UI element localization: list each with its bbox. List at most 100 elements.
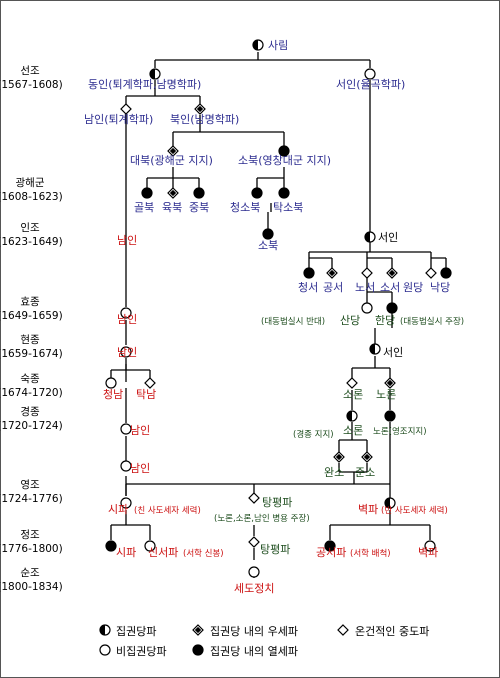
- legend-diamond-filled-label: 집권당 내의 우세파: [210, 625, 298, 638]
- tangpyeongpa-symbol: [248, 492, 260, 504]
- node-sedo: 세도정치: [234, 582, 274, 595]
- yukbuk-symbol: [167, 187, 179, 199]
- daebuk-symbol: [167, 145, 179, 157]
- sipa-symbol: [120, 497, 132, 509]
- tangpyeongpa2-symbol: [248, 536, 260, 548]
- era-years: (1724-1776): [0, 493, 63, 505]
- node-wondang: 원당: [403, 281, 423, 294]
- node-noron: 노론: [376, 388, 396, 401]
- node-namin-hyojong: 남인: [117, 313, 137, 326]
- sarim-symbol: [252, 39, 264, 51]
- node-handang: 한당: [375, 314, 395, 327]
- cheongsobuk-symbol: [251, 187, 263, 199]
- node-angnam: 탁남: [136, 388, 156, 401]
- gongseo-symbol: [326, 267, 338, 279]
- node-tangpyeong-note: (노론,소론,남인 병용 주장): [214, 513, 310, 524]
- era-years: (1674-1720): [0, 387, 63, 399]
- node-seoin-hyeonjong: 서인: [383, 346, 403, 359]
- node-namin-yeongjo: 남인: [130, 462, 150, 475]
- namin-yeongjo-symbol: [120, 460, 132, 472]
- node-cheongseo: 청서: [298, 281, 318, 294]
- golbuk-symbol: [141, 187, 153, 199]
- node-tangpyeongpa2: 탕평파: [260, 543, 290, 556]
- era-years: (1659-1674): [0, 348, 63, 360]
- era-name: 효종: [20, 296, 40, 308]
- gongseopa-symbol: [324, 540, 336, 552]
- node-soron: 소론: [343, 388, 363, 401]
- node-gongseopa: 공서파: [316, 546, 346, 559]
- node-soseo: 소서: [380, 281, 400, 294]
- node-cheongsobuk: 청소북: [230, 201, 260, 214]
- era-years: (1649-1659): [0, 310, 63, 322]
- node-labels: 사림 동인(퇴계학파,남명학파) 서인(율곡학파) 남인(퇴계학파) 북인(남명…: [84, 39, 464, 595]
- faction-symbols: [105, 39, 452, 578]
- node-sandang: 산당: [340, 314, 360, 327]
- node-junso: 준소: [355, 466, 375, 479]
- legend-circle-open-icon: [99, 644, 111, 656]
- node-wanso: 완소: [324, 466, 344, 479]
- era-name: 선조: [20, 65, 40, 77]
- cheongnam-symbol: [105, 377, 117, 389]
- sandang-symbol: [361, 302, 373, 314]
- era-name: 숙종: [20, 373, 40, 385]
- connector-lines: [110, 52, 447, 578]
- node-gongseo: 공서: [323, 281, 343, 294]
- noron-symbol: [384, 377, 396, 389]
- era-name: 영조: [20, 479, 40, 491]
- seoin-hyeonjong-symbol: [369, 343, 381, 355]
- noseo-symbol: [361, 267, 373, 279]
- era-years: (1608-1623): [0, 191, 63, 203]
- node-namin-gyeongjong: 남인: [130, 424, 150, 437]
- node-sipa: 시파: [108, 503, 128, 516]
- sobuk-yeongchang-symbol: [278, 145, 290, 157]
- node-handang-note: (대동법실시 주장): [400, 316, 464, 327]
- node-namin-injo: 남인: [117, 234, 137, 247]
- angnam-symbol: [144, 377, 156, 389]
- node-bugin: 북인(남명학파): [170, 113, 239, 126]
- legend-circle-filled-icon: [192, 644, 204, 656]
- era-years: (1623-1649): [0, 236, 63, 248]
- seoin-injo-symbol: [364, 231, 376, 243]
- node-golbuk: 골북: [134, 201, 154, 214]
- era-name: 인조: [20, 222, 40, 234]
- node-seoin-injo: 서인: [378, 231, 398, 244]
- legend-circle-open-label: 비집권당파: [116, 645, 167, 658]
- sipa-jeongjo-symbol: [105, 540, 117, 552]
- era-name: 현종: [20, 334, 40, 346]
- legend-diamond-filled-icon: [192, 624, 204, 636]
- nakdang-symbol: [440, 267, 452, 279]
- era-name: 순조: [20, 567, 40, 579]
- node-namin-toegye: 남인(퇴계학파): [84, 113, 153, 126]
- node-byeokpa: 벽파: [358, 503, 378, 516]
- node-byeokpa-jeongjo: 벽파: [418, 546, 438, 559]
- era-years: (1800-1834): [0, 581, 63, 593]
- node-sipa-note: (친 사도세자 세력): [134, 505, 201, 516]
- namin-gyeongjong-symbol: [120, 423, 132, 435]
- legend-half-icon: [99, 624, 111, 636]
- legend-symbols: [99, 624, 349, 656]
- wanso-symbol: [333, 451, 345, 463]
- era-years: (1720-1724): [0, 420, 63, 432]
- era-name: 정조: [20, 529, 40, 541]
- node-sipa-jeongjo: 시파: [116, 546, 136, 559]
- junso-symbol: [361, 451, 373, 463]
- legend: 집권당파 집권당 내의 우세파 온건적인 중도파 비집권당파 집권당 내의 열세…: [99, 624, 429, 658]
- node-taksobuk: 탁소북: [273, 201, 303, 214]
- era-years: (1567-1608): [0, 79, 63, 91]
- jungbuk-symbol: [193, 187, 205, 199]
- node-sobuk-yeongchang: 소북(영창대군 지지): [238, 154, 331, 167]
- sobuk-symbol: [262, 228, 274, 240]
- node-byeokpa-note: (반 사도세자 세력): [381, 505, 448, 516]
- node-namin-hyeonjong: 남인: [117, 346, 137, 359]
- legend-diamond-open-label: 온건적인 중도파: [355, 625, 429, 638]
- era-name: 경종: [20, 405, 40, 418]
- node-cheongnam: 청남: [103, 388, 123, 401]
- soron-gyeongjong-symbol: [346, 410, 358, 422]
- soron-symbol: [346, 377, 358, 389]
- node-jungbuk: 중북: [189, 201, 209, 214]
- node-tangpyeongpa: 탕평파: [262, 496, 292, 509]
- dongin-symbol: [149, 68, 161, 80]
- seoin-yulgok-symbol: [364, 68, 376, 80]
- node-sinseopa: 신서파: [148, 546, 178, 559]
